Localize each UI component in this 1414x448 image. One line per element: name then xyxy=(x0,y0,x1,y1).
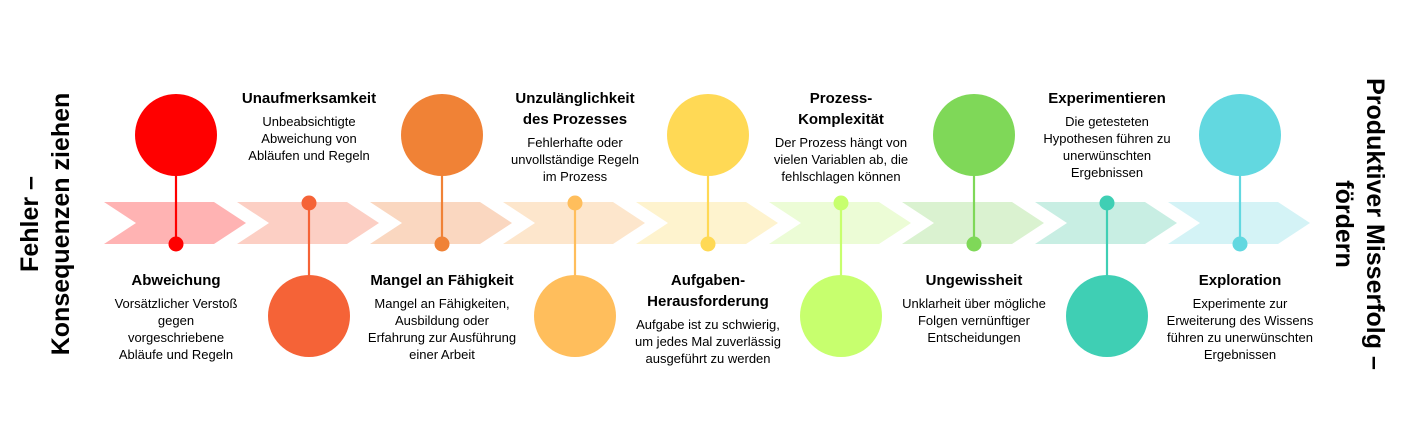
step-description-line: Mangel an Fähigkeiten, xyxy=(374,296,510,311)
step-title-line: Aufgaben- xyxy=(670,272,746,289)
step-description-line: Unbeabsichtigte xyxy=(262,114,356,129)
step-title-line: Mangel an Fähigkeit xyxy=(370,272,514,289)
step-circle-1 xyxy=(135,94,217,176)
step-description-line: Abläufen und Regeln xyxy=(248,148,370,163)
step-description: Vorsätzlicher Verstoß gegen vorgeschrieben… xyxy=(86,295,266,363)
step-title-line: Unaufmerksamkeit xyxy=(241,90,377,107)
step-dot-9 xyxy=(1232,236,1248,252)
step-title: Aufgaben- Herausforderung xyxy=(618,270,798,312)
step-dot-3 xyxy=(434,236,450,252)
step-title: Ungewissheit xyxy=(884,270,1064,291)
step-title-line: Experimentieren xyxy=(1048,90,1166,107)
step-dot-4 xyxy=(567,195,583,211)
step-description-line: Der Prozess hängt von xyxy=(774,135,908,150)
step-description-line: Erfahrung zur Ausführung xyxy=(367,330,517,345)
step-title: Unaufmerksamkeit xyxy=(219,88,399,109)
step-title-line: des Prozesses xyxy=(522,111,628,128)
step-description-line: Ergebnissen xyxy=(1070,165,1144,180)
step-title-line: Komplexität xyxy=(798,111,884,128)
step-title-line: Abweichung xyxy=(131,272,221,289)
step-description-line: vielen Variablen ab, die xyxy=(773,152,909,167)
step-description-line: Aufgabe ist zu schwierig, xyxy=(636,317,780,332)
step-description-line: vorgeschriebene xyxy=(127,330,225,345)
step-description-line: fehlschlagen können xyxy=(781,169,901,184)
step-description-line: um jedes Mal zuverlässig xyxy=(635,334,781,349)
step-title: Unzulänglichkeit des Prozesses xyxy=(485,88,665,130)
step-title-line: Herausforderung xyxy=(647,293,769,310)
step-circle-6 xyxy=(800,275,882,357)
step-title-line: Prozess- xyxy=(809,90,873,107)
step-description-line: Erweiterung des Wissens xyxy=(1166,313,1314,328)
step-description-line: Experimente zur xyxy=(1192,296,1288,311)
step-dot-6 xyxy=(833,195,849,211)
step-description-line: Die getesteten xyxy=(1065,114,1149,129)
step-circle-7 xyxy=(933,94,1015,176)
step-title: Experimentieren xyxy=(1017,88,1197,109)
step-description-line: einer Arbeit xyxy=(409,347,475,362)
step-dot-7 xyxy=(966,236,982,252)
step-description: Der Prozess hängt von vielen Variablen ab… xyxy=(751,134,931,185)
step-description-line: Abläufe und Regeln xyxy=(118,347,234,362)
step-description-line: ausgeführt zu werden xyxy=(645,351,771,366)
step-description-line: Hypothesen führen zu xyxy=(1043,131,1171,146)
step-description-line: Folgen vernünftiger xyxy=(917,313,1030,328)
step-description-line: Ergebnissen xyxy=(1203,347,1277,362)
step-dot-8 xyxy=(1099,195,1115,211)
step-title: Exploration xyxy=(1150,270,1330,291)
step-circle-3 xyxy=(401,94,483,176)
step-description-line: führen zu unerwünschten xyxy=(1167,330,1313,345)
step-description-line: Abweichung von xyxy=(261,131,357,146)
step-circle-5 xyxy=(667,94,749,176)
step-description: Fehlerhafte oder unvollständige Regeln im … xyxy=(485,134,665,185)
step-title-line: Unzulänglichkeit xyxy=(515,90,635,107)
step-description-line: unvollständige Regeln xyxy=(511,152,639,167)
step-description-line: unerwünschten xyxy=(1062,148,1152,163)
step-description: Aufgabe ist zu schwierig, um jedes Mal zu… xyxy=(618,316,798,367)
step-title: Abweichung xyxy=(86,270,266,291)
step-dot-1 xyxy=(168,236,184,252)
step-dot-2 xyxy=(301,195,317,211)
step-title: Prozess- Komplexität xyxy=(751,88,931,130)
step-title-line: Ungewissheit xyxy=(925,272,1023,289)
step-description-line: Fehlerhafte oder xyxy=(527,135,623,150)
step-description-line: Entscheidungen xyxy=(927,330,1021,345)
step-circle-8 xyxy=(1066,275,1148,357)
step-description-line: gegen xyxy=(157,313,195,328)
step-description-line: Ausbildung oder xyxy=(395,313,489,328)
step-title: Mangel an Fähigkeit xyxy=(352,270,532,291)
step-circle-9 xyxy=(1199,94,1281,176)
step-dot-5 xyxy=(700,236,716,252)
step-description-line: Vorsätzlicher Verstoß xyxy=(114,296,238,311)
step-description-line: im Prozess xyxy=(542,169,608,184)
step-title-line: Exploration xyxy=(1198,272,1282,289)
step-circle-4 xyxy=(534,275,616,357)
step-circle-2 xyxy=(268,275,350,357)
step-description-line: Unklarheit über mögliche xyxy=(902,296,1046,311)
